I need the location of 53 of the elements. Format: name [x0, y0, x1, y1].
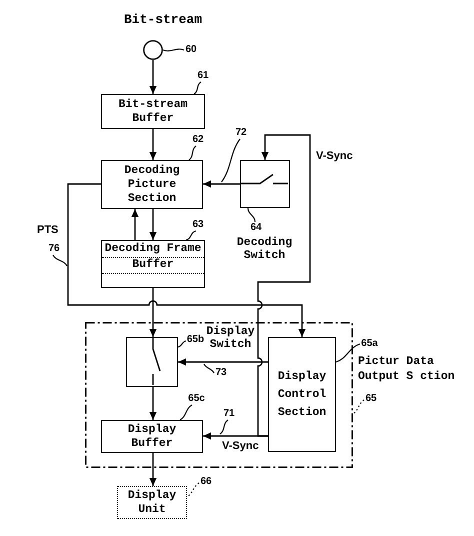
- leader-line: [52, 254, 68, 266]
- leader-line: [221, 138, 240, 182]
- buffer-box: Display Buffer: [101, 420, 203, 453]
- arrow: [178, 358, 268, 366]
- leader-line: [247, 208, 256, 222]
- callout-number: 64: [249, 222, 263, 234]
- callout-number: 60: [184, 44, 198, 56]
- buffer-box: Bit-stream Buffer: [101, 94, 205, 129]
- callout-number: 76: [47, 243, 61, 255]
- callout-number: 61: [196, 70, 210, 82]
- leader-line: [204, 364, 214, 374]
- section-label: Pictur Data Output S ction: [358, 354, 456, 384]
- input-circle: [143, 40, 163, 60]
- callout-number: 62: [191, 134, 205, 146]
- leader-line: [194, 82, 202, 94]
- leader-line: [180, 404, 192, 420]
- callout-number: 72: [234, 127, 248, 139]
- arrow: [203, 180, 240, 188]
- arrow: [149, 387, 157, 420]
- edge-label: V-Sync: [221, 440, 260, 453]
- input-label: Bit-stream: [122, 12, 203, 28]
- callout-number: 65a: [360, 338, 379, 350]
- arrow: [67, 183, 306, 337]
- leader-line: [352, 400, 364, 414]
- leader-line: [186, 482, 200, 498]
- callout-number: 73: [214, 367, 228, 379]
- process-box: Display Control Section: [268, 337, 336, 452]
- process-box: Decoding Picture Section: [101, 160, 203, 209]
- switch-label: Decoding Switch: [236, 236, 294, 262]
- callout-number: 65b: [186, 334, 205, 346]
- leader-line: [220, 420, 228, 434]
- callout-number: 65: [364, 393, 378, 405]
- edge-label: V-Sync: [315, 150, 354, 163]
- arrow: [149, 129, 157, 160]
- switch-label: Display Switch: [206, 324, 256, 350]
- arrow: [131, 209, 139, 240]
- callout-number: 66: [199, 476, 213, 488]
- leader-line: [188, 146, 196, 160]
- arrow: [149, 60, 157, 94]
- leader-line: [178, 340, 186, 348]
- leader-line: [336, 343, 360, 363]
- callout-number: 63: [191, 219, 205, 231]
- arrow: [149, 288, 157, 337]
- arrow: [149, 209, 157, 240]
- callout-number: 65c: [187, 393, 206, 405]
- leader-line: [186, 230, 196, 241]
- buffer-box: Decoding Frame Buffer: [101, 240, 205, 288]
- arrow: [149, 453, 157, 486]
- callout-number: 71: [222, 408, 236, 420]
- unit-box: Display Unit: [117, 486, 187, 519]
- leader-line: [162, 48, 184, 52]
- arrow: [257, 134, 311, 437]
- arrow: [203, 432, 268, 440]
